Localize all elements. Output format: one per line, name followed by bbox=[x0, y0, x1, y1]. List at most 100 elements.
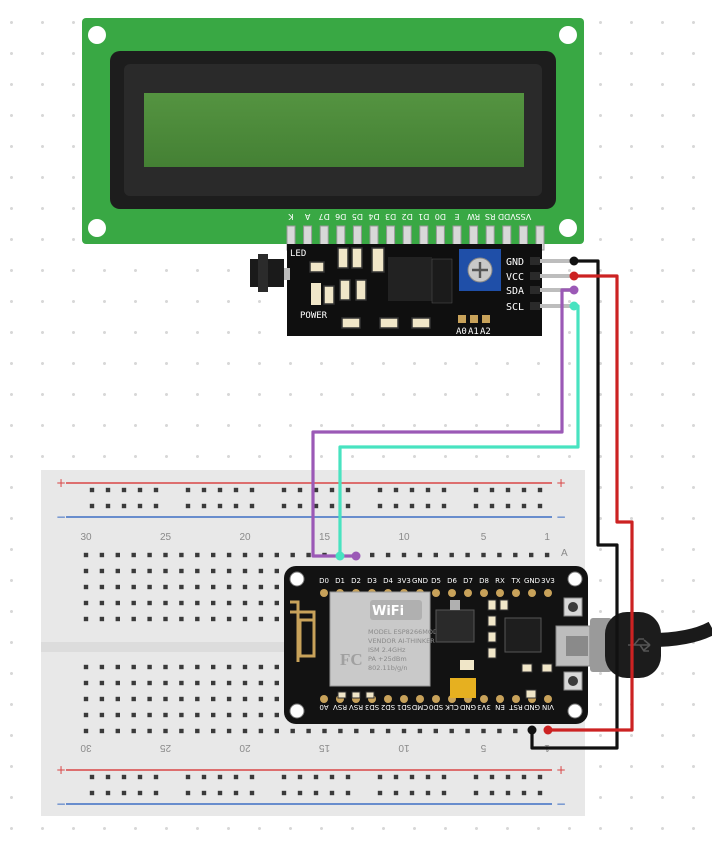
breadboard-hole[interactable] bbox=[163, 584, 168, 590]
breadboard-hole[interactable] bbox=[441, 503, 447, 509]
breadboard-hole[interactable] bbox=[465, 728, 470, 734]
breadboard-hole[interactable] bbox=[258, 568, 264, 574]
breadboard-hole[interactable] bbox=[258, 664, 264, 670]
breadboard-hole[interactable] bbox=[185, 503, 191, 509]
breadboard-hole[interactable] bbox=[89, 790, 95, 796]
esp-pin-a0[interactable] bbox=[320, 695, 328, 703]
breadboard-hole[interactable] bbox=[179, 568, 184, 574]
breadboard-hole[interactable] bbox=[147, 696, 152, 702]
breadboard-hole[interactable] bbox=[105, 790, 111, 796]
breadboard-hole[interactable] bbox=[226, 616, 232, 622]
breadboard-hole[interactable] bbox=[385, 728, 391, 734]
breadboard-hole[interactable] bbox=[393, 790, 399, 796]
breadboard-hole[interactable] bbox=[153, 774, 159, 780]
breadboard-hole[interactable] bbox=[83, 568, 89, 574]
breadboard-hole[interactable] bbox=[83, 728, 89, 734]
breadboard-hole[interactable] bbox=[147, 568, 152, 574]
breadboard-hole[interactable] bbox=[417, 552, 423, 558]
breadboard-hole[interactable] bbox=[201, 774, 207, 780]
breadboard-hole[interactable] bbox=[274, 568, 279, 574]
i2c-pin[interactable] bbox=[540, 259, 576, 263]
breadboard-hole[interactable] bbox=[489, 503, 495, 509]
breadboard-hole[interactable] bbox=[249, 790, 255, 796]
wire-vcc-red[interactable] bbox=[548, 274, 634, 732]
breadboard-hole[interactable] bbox=[163, 728, 168, 734]
breadboard-hole[interactable] bbox=[233, 790, 239, 796]
esp-pin-d6[interactable] bbox=[448, 589, 456, 597]
breadboard-hole[interactable] bbox=[163, 616, 168, 622]
breadboard-hole[interactable] bbox=[306, 728, 311, 734]
breadboard-hole[interactable] bbox=[211, 552, 216, 558]
breadboard-hole[interactable] bbox=[121, 487, 127, 493]
breadboard-hole[interactable] bbox=[473, 774, 479, 780]
breadboard-hole[interactable] bbox=[131, 600, 136, 606]
breadboard-hole[interactable] bbox=[417, 728, 423, 734]
breadboard-hole[interactable] bbox=[274, 616, 279, 622]
i2c-pin[interactable] bbox=[540, 304, 576, 308]
breadboard-hole[interactable] bbox=[99, 616, 105, 622]
breadboard-hole[interactable] bbox=[297, 487, 303, 493]
breadboard-hole[interactable] bbox=[441, 790, 447, 796]
breadboard-hole[interactable] bbox=[401, 728, 407, 734]
breadboard-hole[interactable] bbox=[473, 790, 479, 796]
breadboard-hole[interactable] bbox=[179, 584, 184, 590]
breadboard-hole[interactable] bbox=[274, 600, 279, 606]
breadboard-hole[interactable] bbox=[83, 664, 89, 670]
esp-pin-3v3[interactable] bbox=[544, 589, 552, 597]
breadboard-hole[interactable] bbox=[211, 712, 216, 718]
breadboard-hole[interactable] bbox=[83, 552, 89, 558]
breadboard-hole[interactable] bbox=[537, 487, 543, 493]
esp-pin-rx[interactable] bbox=[496, 589, 504, 597]
breadboard-hole[interactable] bbox=[185, 774, 191, 780]
breadboard-hole[interactable] bbox=[195, 712, 200, 718]
esp-pin-cmd[interactable] bbox=[416, 695, 424, 703]
breadboard-hole[interactable] bbox=[242, 696, 248, 702]
breadboard-hole[interactable] bbox=[377, 774, 383, 780]
esp-pin-en[interactable] bbox=[496, 695, 504, 703]
breadboard-hole[interactable] bbox=[497, 728, 502, 734]
breadboard-hole[interactable] bbox=[179, 728, 184, 734]
breadboard-hole[interactable] bbox=[505, 503, 511, 509]
breadboard-hole[interactable] bbox=[433, 728, 438, 734]
breadboard-hole[interactable] bbox=[99, 712, 105, 718]
breadboard-hole[interactable] bbox=[258, 600, 264, 606]
breadboard-hole[interactable] bbox=[179, 664, 184, 670]
breadboard-hole[interactable] bbox=[233, 503, 239, 509]
breadboard-hole[interactable] bbox=[83, 712, 89, 718]
breadboard-hole[interactable] bbox=[281, 790, 287, 796]
breadboard-hole[interactable] bbox=[115, 696, 120, 702]
breadboard-hole[interactable] bbox=[217, 790, 223, 796]
breadboard-hole[interactable] bbox=[115, 584, 120, 590]
breadboard-hole[interactable] bbox=[163, 696, 168, 702]
esp-pin-d8[interactable] bbox=[480, 589, 488, 597]
breadboard-hole[interactable] bbox=[441, 774, 447, 780]
breadboard-hole[interactable] bbox=[115, 568, 120, 574]
breadboard-hole[interactable] bbox=[242, 552, 248, 558]
breadboard-hole[interactable] bbox=[147, 664, 152, 670]
breadboard-hole[interactable] bbox=[377, 487, 383, 493]
breadboard-hole[interactable] bbox=[274, 696, 279, 702]
esp-pin-d5[interactable] bbox=[432, 589, 440, 597]
breadboard-hole[interactable] bbox=[297, 774, 303, 780]
breadboard-hole[interactable] bbox=[195, 680, 200, 686]
breadboard-hole[interactable] bbox=[505, 790, 511, 796]
breadboard-hole[interactable] bbox=[211, 696, 216, 702]
breadboard-hole[interactable] bbox=[163, 664, 168, 670]
breadboard-hole[interactable] bbox=[211, 680, 216, 686]
breadboard-hole[interactable] bbox=[441, 487, 447, 493]
breadboard-hole[interactable] bbox=[242, 664, 248, 670]
breadboard-hole[interactable] bbox=[505, 774, 511, 780]
breadboard-hole[interactable] bbox=[249, 774, 255, 780]
breadboard-hole[interactable] bbox=[83, 616, 89, 622]
breadboard-hole[interactable] bbox=[409, 487, 415, 493]
rst-button-cap[interactable] bbox=[568, 676, 578, 686]
esp-pin-sd0[interactable] bbox=[432, 695, 440, 703]
breadboard-hole[interactable] bbox=[529, 552, 534, 558]
breadboard-hole[interactable] bbox=[329, 503, 335, 509]
breadboard-hole[interactable] bbox=[473, 503, 479, 509]
breadboard-hole[interactable] bbox=[147, 712, 152, 718]
breadboard-hole[interactable] bbox=[115, 712, 120, 718]
breadboard-hole[interactable] bbox=[195, 728, 200, 734]
breadboard-hole[interactable] bbox=[153, 790, 159, 796]
breadboard-hole[interactable] bbox=[393, 487, 399, 493]
